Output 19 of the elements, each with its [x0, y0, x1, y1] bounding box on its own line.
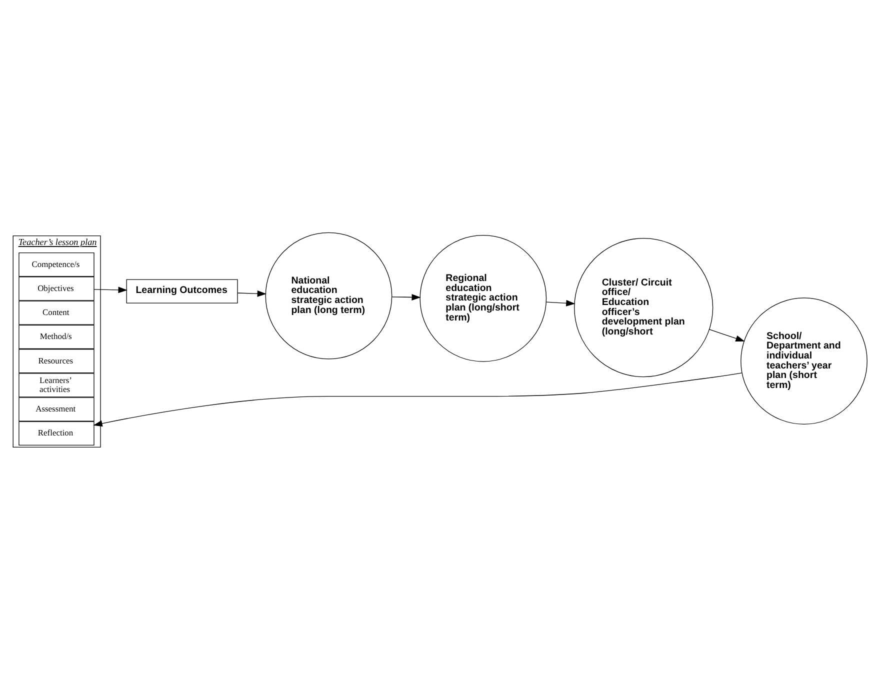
node-circle: Cluster/ Circuit office/ Education officer’s development plan (long/short — [574, 238, 714, 377]
arrow — [237, 290, 266, 296]
arrow — [546, 299, 576, 306]
node-circle: Regional education strategic action plan (long/short term) — [420, 234, 547, 362]
arrow — [94, 286, 128, 293]
node-box: Content — [18, 300, 94, 324]
node-box: Resources — [18, 348, 94, 373]
node-box: Reflection — [18, 420, 94, 446]
arrow — [93, 372, 742, 426]
arrow — [392, 294, 421, 300]
node-box: Competence/s — [18, 252, 94, 276]
node-circle: School/ Department and individual teachers’ year plan (short term) — [740, 297, 868, 424]
node-box: Method/s — [18, 324, 94, 348]
node-box: Assessment — [18, 396, 94, 421]
node-box: Learning Outcomes — [126, 278, 238, 303]
node-box: Learners’ activities — [18, 372, 94, 397]
arrow — [709, 328, 745, 342]
node-circle: National education strategic action plan (long term) — [265, 232, 392, 359]
node-box: Objectives — [18, 276, 94, 300]
